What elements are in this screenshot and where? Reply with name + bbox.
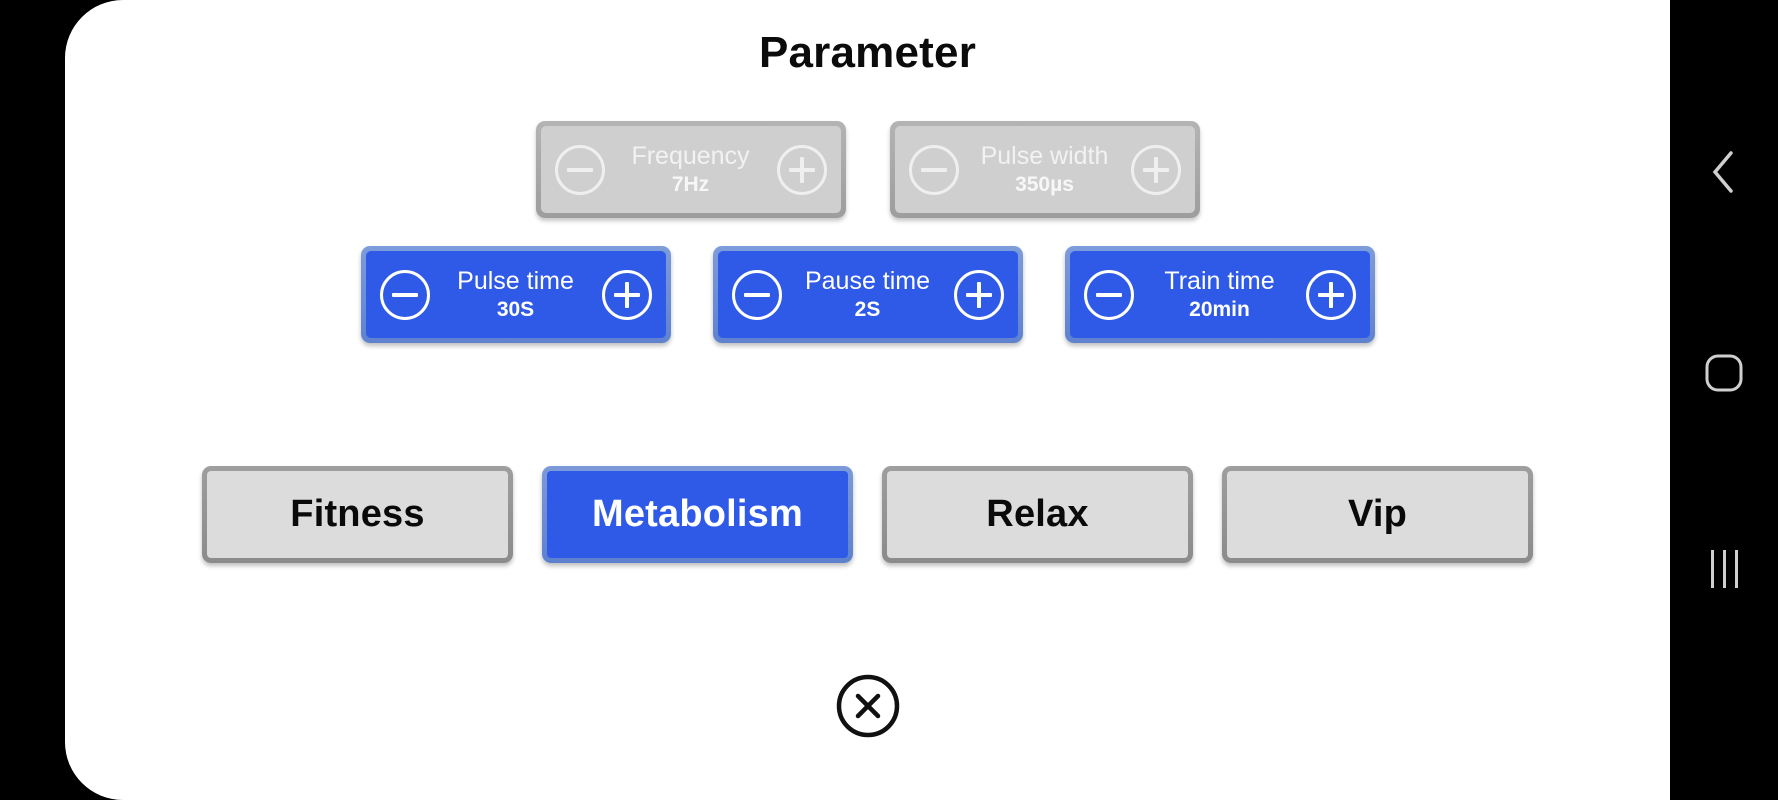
plus-circle-icon[interactable] — [953, 269, 1004, 320]
stepper-pulse-width[interactable]: Pulse width 350µs — [889, 121, 1200, 218]
stepper-label: Pause time — [804, 267, 931, 296]
stepper-value: 7Hz — [671, 172, 710, 196]
plus-circle-icon[interactable] — [601, 269, 652, 320]
stepper-label: Pulse time — [457, 267, 574, 296]
plus-circle-icon[interactable] — [1130, 144, 1181, 195]
recents-bars-icon[interactable] — [1670, 524, 1778, 614]
stepper-label: Frequency — [631, 142, 750, 171]
mode-button-row: Fitness Metabolism Relax Vip — [65, 466, 1670, 563]
stepper-label: Train time — [1164, 267, 1275, 296]
home-square-icon[interactable] — [1670, 328, 1778, 418]
plus-circle-icon[interactable] — [776, 144, 827, 195]
minus-circle-icon[interactable] — [1083, 269, 1134, 320]
parameter-dialog: Parameter Frequency 7Hz Pulse width — [65, 0, 1670, 800]
minus-circle-icon[interactable] — [731, 269, 782, 320]
mode-button-label: Relax — [986, 493, 1089, 535]
mode-button-label: Vip — [1347, 493, 1408, 535]
mode-button-label: Fitness — [290, 493, 425, 535]
minus-circle-icon[interactable] — [554, 144, 605, 195]
mode-button-label: Metabolism — [591, 493, 804, 535]
mode-button-relax[interactable]: Relax — [882, 466, 1193, 563]
stepper-frequency[interactable]: Frequency 7Hz — [535, 121, 846, 218]
back-chevron-icon[interactable] — [1670, 127, 1778, 217]
stepper-train-time[interactable]: Train time 20min — [1064, 246, 1375, 343]
mode-button-fitness[interactable]: Fitness — [202, 466, 513, 563]
android-navigation-bar — [1670, 0, 1778, 800]
stepper-pause-time[interactable]: Pause time 2S — [712, 246, 1023, 343]
stepper-value: 20min — [1189, 297, 1250, 321]
stepper-label: Pulse width — [980, 142, 1109, 171]
minus-circle-icon[interactable] — [908, 144, 959, 195]
stepper-pulse-time[interactable]: Pulse time 30S — [360, 246, 671, 343]
stepper-value: 2S — [854, 297, 881, 321]
stepper-row-active: Pulse time 30S Pause time 2S — [65, 246, 1670, 343]
stepper-value: 30S — [496, 297, 535, 321]
mode-button-vip[interactable]: Vip — [1222, 466, 1533, 563]
minus-circle-icon[interactable] — [379, 269, 430, 320]
stepper-row-disabled: Frequency 7Hz Pulse width 350µs — [65, 121, 1670, 218]
page-title: Parameter — [758, 28, 977, 77]
plus-circle-icon[interactable] — [1305, 269, 1356, 320]
stepper-value: 350µs — [1015, 172, 1074, 196]
close-circle-icon[interactable] — [835, 673, 901, 739]
mode-button-metabolism[interactable]: Metabolism — [542, 466, 853, 563]
